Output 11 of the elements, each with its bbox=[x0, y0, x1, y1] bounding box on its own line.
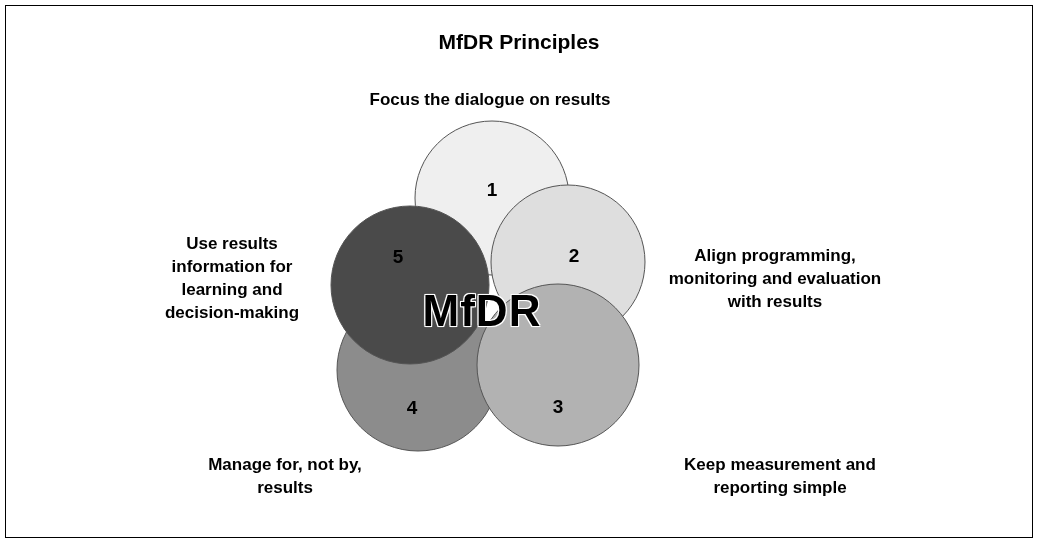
principle-label: Use results information for learning and decision-making bbox=[163, 233, 301, 324]
diagram-title: MfDR Principles bbox=[437, 30, 601, 54]
principle-label: Manage for, not by, results bbox=[207, 454, 363, 499]
principle-label: Align programming, monitoring and evaluation with results bbox=[667, 245, 883, 313]
circle-number: 4 bbox=[406, 397, 418, 419]
circle-number: 5 bbox=[392, 246, 404, 268]
circle-number: 1 bbox=[486, 179, 498, 201]
principle-label: Keep measurement and reporting simple bbox=[683, 454, 877, 499]
circle-number: 3 bbox=[552, 396, 564, 418]
circle-number: 2 bbox=[568, 245, 580, 267]
principle-label: Focus the dialogue on results bbox=[368, 89, 612, 111]
